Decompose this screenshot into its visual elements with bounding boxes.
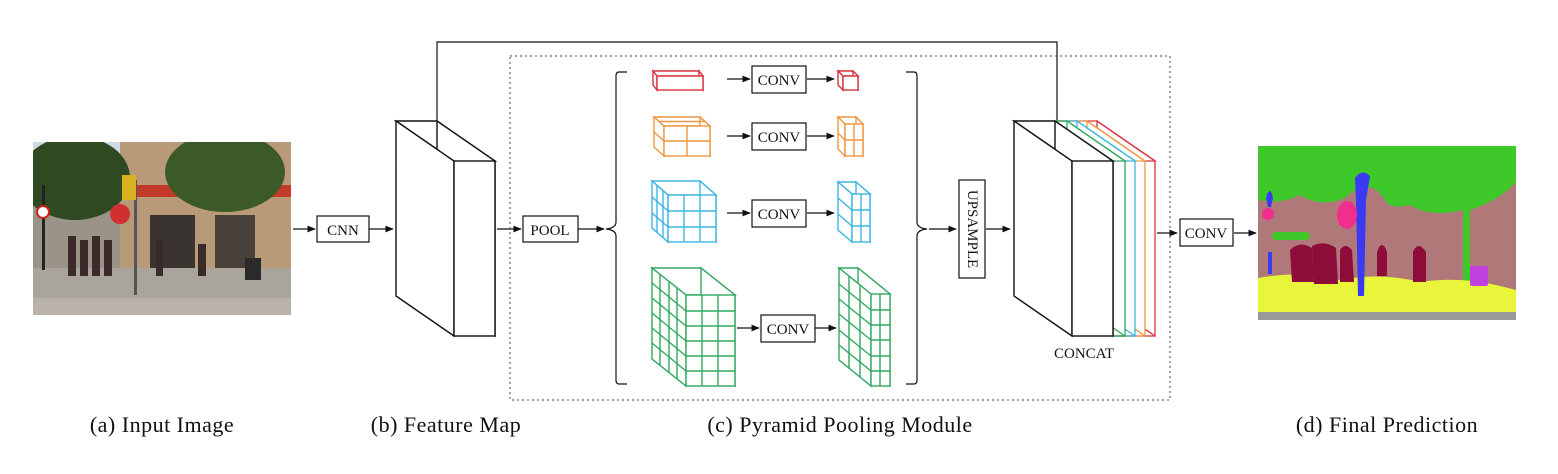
final-conv-box: CONV [1179, 218, 1234, 247]
skip-connection-arrow [436, 41, 1061, 135]
pool-label: POOL [530, 223, 569, 239]
conv-box-level-3: CONV [751, 199, 807, 228]
cnn-box: CNN [316, 215, 370, 243]
pooled-cube-level-2 [652, 115, 712, 158]
reduced-cube-level-1 [836, 69, 860, 92]
upsample-label: UPSAMPLE [964, 190, 980, 268]
reduced-cube-level-3 [836, 180, 872, 244]
feature-map-block [393, 119, 498, 338]
pool-box: POOL [522, 215, 579, 243]
left-bracket [605, 71, 627, 385]
caption-ppm: (c) Pyramid Pooling Module [707, 412, 972, 437]
conv-label-1: CONV [758, 73, 801, 89]
concat-feature-block [1011, 119, 1116, 338]
ppm-dotted-frame [509, 55, 1171, 401]
cnn-label: CNN [327, 223, 359, 239]
caption-input-image: (a) Input Image [90, 412, 234, 437]
conv-label-4: CONV [767, 322, 810, 338]
conv-box-level-2: CONV [751, 122, 807, 151]
pooled-cube-level-4 [649, 266, 738, 388]
caption-feature-map: (b) Feature Map [371, 412, 521, 437]
segmentation-map [1258, 146, 1516, 320]
final-conv-label: CONV [1185, 226, 1228, 242]
reduced-cube-level-4 [837, 266, 892, 388]
input-image [33, 142, 291, 315]
right-bracket [906, 71, 928, 385]
concat-label: CONCAT [1054, 346, 1114, 362]
conv-box-level-4: CONV [760, 314, 816, 343]
conv-box-level-1: CONV [751, 65, 807, 94]
conv-label-3: CONV [758, 207, 801, 223]
caption-final-prediction: (d) Final Prediction [1296, 412, 1478, 437]
conv-label-2: CONV [758, 130, 801, 146]
pooled-cube-level-1 [651, 69, 705, 92]
reduced-cube-level-2 [836, 115, 865, 158]
upsample-box: UPSAMPLE [958, 179, 986, 279]
pooled-cube-level-3 [650, 179, 718, 244]
